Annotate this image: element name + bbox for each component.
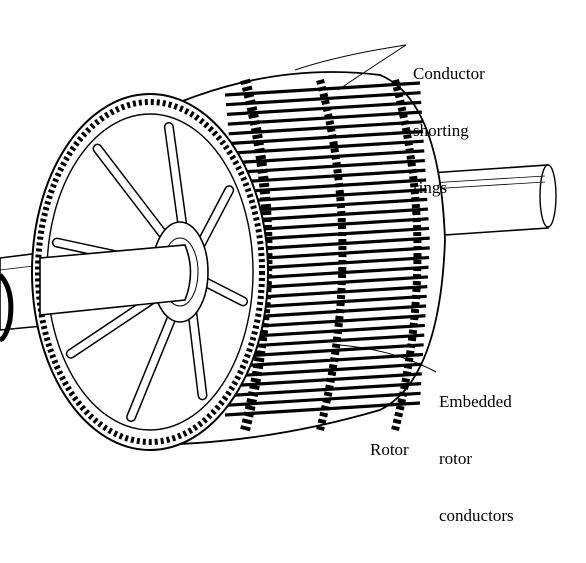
label-line: rings [413, 178, 447, 197]
conductor-bar [228, 120, 423, 136]
shorting-rings-label: Conductor shorting rings [413, 26, 485, 235]
conductor-bar [231, 149, 425, 165]
label-line: conductors [439, 506, 514, 525]
conductor-bar [231, 323, 425, 340]
conductor-bar [225, 91, 421, 107]
conductor-bar [226, 382, 422, 398]
label-line: rotor [439, 449, 473, 468]
conductor-bar [227, 372, 422, 388]
conductor-bar [229, 352, 424, 369]
front-face [31, 93, 269, 451]
conductor-bar [233, 178, 427, 194]
label-line: Embedded [439, 392, 512, 411]
conductor-bar [234, 226, 430, 243]
conductor-bar [233, 197, 428, 213]
rotor-caption: Rotor [370, 440, 409, 459]
leader-lines [294, 44, 437, 373]
spoke-inner [127, 303, 180, 421]
rotor-diagram: Conductor shorting rings Embedded rotor … [0, 26, 557, 525]
conductor-bar [232, 168, 426, 184]
spoke-inner [94, 145, 173, 246]
rotor-illustration [0, 44, 557, 451]
spoke-inner [165, 123, 188, 241]
conductor-bar [227, 110, 422, 126]
label-line: Conductor [413, 64, 485, 83]
label-line: shorting [413, 121, 469, 140]
embedded-conductors-label: Embedded rotor conductors [439, 354, 514, 563]
